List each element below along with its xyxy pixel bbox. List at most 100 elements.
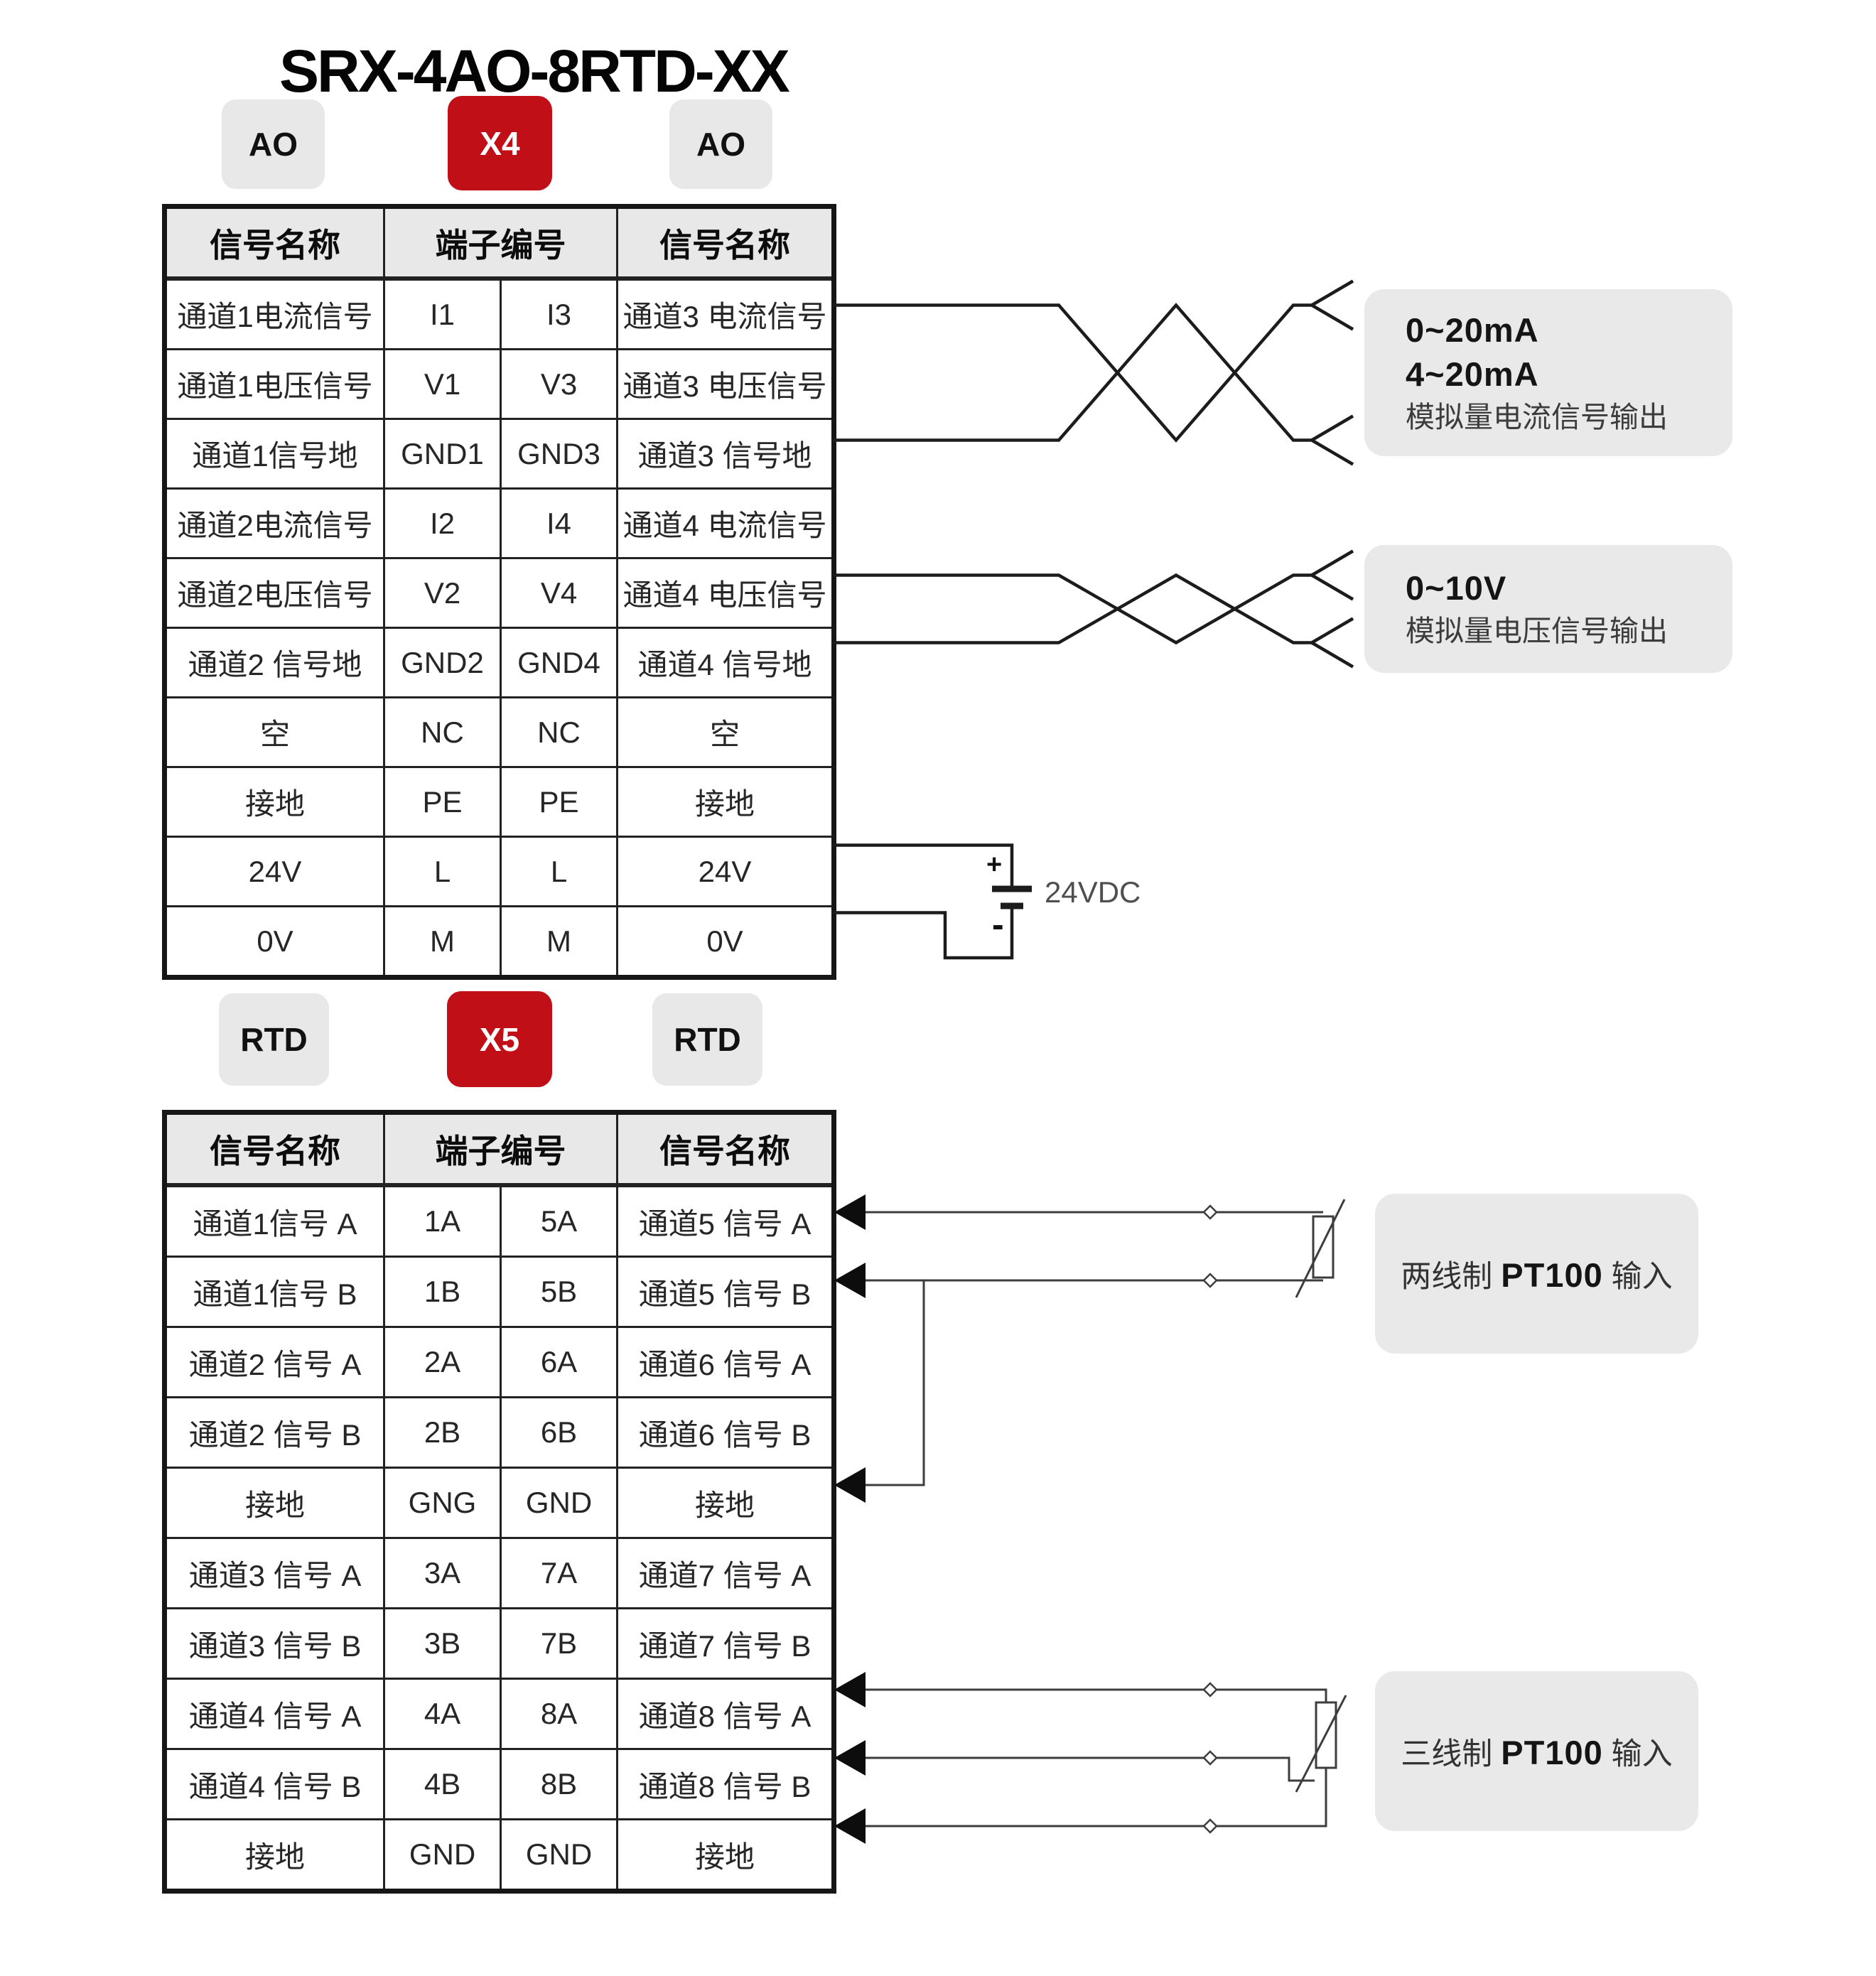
voltage-range: 0~10V bbox=[1406, 569, 1507, 607]
arrow-left-icon bbox=[834, 1808, 866, 1844]
header-signal-name-right: 信号名称 bbox=[616, 1111, 835, 1187]
badge-x5-label: X5 bbox=[479, 1020, 520, 1058]
table-cell: 24V bbox=[616, 836, 835, 907]
rtd-sensor-icon bbox=[1312, 1215, 1335, 1279]
table-cell: V4 bbox=[500, 557, 618, 629]
table-cell: 通道4 信号 A bbox=[163, 1678, 385, 1750]
arrow-left-icon bbox=[834, 1194, 866, 1230]
table-cell: 0V bbox=[616, 905, 835, 978]
junction-diamond-icon bbox=[1202, 1750, 1218, 1766]
badge-rtd-right: RTD bbox=[652, 993, 762, 1086]
rtd-two-wire-arrows bbox=[834, 1194, 866, 1503]
header-terminal-number: 端子编号 bbox=[383, 1111, 618, 1187]
table-cell: V2 bbox=[383, 557, 502, 629]
badge-x4-connector: X4 bbox=[448, 96, 552, 190]
badge-rtd-left-label: RTD bbox=[240, 1021, 308, 1058]
table-cell: 接地 bbox=[616, 1467, 835, 1539]
table-cell: 通道1电压信号 bbox=[163, 348, 385, 420]
table-cell: GND bbox=[500, 1818, 618, 1892]
pt100-label: PT100 bbox=[1501, 1256, 1603, 1294]
table-cell: 通道7 信号 B bbox=[616, 1607, 835, 1680]
table-cell: 通道6 信号 A bbox=[616, 1326, 835, 1398]
table-cell: 通道1电流信号 bbox=[163, 277, 385, 350]
table-cell: V1 bbox=[383, 348, 502, 420]
table-cell: 4B bbox=[383, 1748, 502, 1820]
voltage-output-caption: 模拟量电压信号输出 bbox=[1406, 615, 1668, 647]
table-cell: 3B bbox=[383, 1607, 502, 1680]
table-cell: 通道1信号 B bbox=[163, 1256, 385, 1328]
two-wire-pt100-annotation: 两线制 PT100 输入 bbox=[1375, 1194, 1698, 1354]
table-cell: 通道5 信号 A bbox=[616, 1184, 835, 1258]
table-cell: 通道8 信号 B bbox=[616, 1748, 835, 1820]
badge-ao-left-label: AO bbox=[249, 126, 298, 163]
table-header-row: 信号名称 端子编号 信号名称 bbox=[163, 1111, 835, 1187]
table-cell: 6B bbox=[500, 1396, 618, 1469]
three-wire-suffix: 输入 bbox=[1602, 1737, 1673, 1771]
table-cell: 4A bbox=[383, 1678, 502, 1750]
table-cell: 通道3 电流信号 bbox=[616, 277, 835, 350]
table-cell: 5B bbox=[500, 1256, 618, 1328]
three-wire-pt100-caption: 三线制 PT100 输入 bbox=[1401, 1729, 1672, 1773]
badge-x4-label: X4 bbox=[480, 124, 520, 162]
two-wire-prefix: 两线制 bbox=[1401, 1259, 1502, 1294]
twisted-pair-current-icon bbox=[831, 279, 1354, 466]
table-cell: 2A bbox=[383, 1326, 502, 1398]
table-cell: I4 bbox=[500, 487, 618, 559]
table-cell: 通道3 信号 B bbox=[163, 1607, 385, 1680]
table-cell: 0V bbox=[163, 905, 385, 978]
table-cell: GND bbox=[383, 1818, 502, 1892]
rtd-sensor-icon bbox=[1315, 1701, 1337, 1769]
table-cell: 24V bbox=[163, 836, 385, 907]
table-cell: 通道3 信号地 bbox=[616, 418, 835, 490]
arrow-left-icon bbox=[834, 1672, 866, 1707]
voltage-output-annotation: 0~10V 模拟量电压信号输出 bbox=[1364, 545, 1732, 673]
table-cell: 接地 bbox=[163, 1467, 385, 1539]
table-cell: 通道3 信号 A bbox=[163, 1537, 385, 1609]
junction-diamond-icon bbox=[1202, 1204, 1218, 1220]
table-cell: 通道4 电流信号 bbox=[616, 487, 835, 559]
table-cell: NC bbox=[500, 696, 618, 768]
table-cell: GND4 bbox=[500, 627, 618, 698]
table-cell: I1 bbox=[383, 277, 502, 350]
table-cell: 通道8 信号 A bbox=[616, 1678, 835, 1750]
battery-plus-label: + bbox=[986, 850, 1003, 880]
battery-voltage-label: 24VDC bbox=[1045, 875, 1141, 909]
table-cell: 接地 bbox=[616, 766, 835, 838]
current-range-1: 0~20mA bbox=[1406, 311, 1539, 349]
arrow-left-icon bbox=[834, 1740, 866, 1776]
two-wire-pt100-caption: 两线制 PT100 输入 bbox=[1401, 1252, 1672, 1296]
header-signal-name-left: 信号名称 bbox=[163, 205, 385, 281]
table-cell: 通道6 信号 B bbox=[616, 1396, 835, 1469]
twisted-pair-voltage-icon bbox=[831, 549, 1354, 669]
page-title: SRX-4AO-8RTD-XX bbox=[279, 38, 790, 104]
rtd-two-wire-diagram bbox=[863, 1199, 1346, 1486]
table-cell: 2B bbox=[383, 1396, 502, 1469]
table-cell: 7A bbox=[500, 1537, 618, 1609]
table-cell: 7B bbox=[500, 1607, 618, 1680]
table-cell: 8A bbox=[500, 1678, 618, 1750]
arrow-left-icon bbox=[834, 1467, 866, 1503]
table-cell: 8B bbox=[500, 1748, 618, 1820]
two-wire-suffix: 输入 bbox=[1602, 1259, 1673, 1294]
table-cell: 1A bbox=[383, 1184, 502, 1258]
table-cell: 通道1信号地 bbox=[163, 418, 385, 490]
table-cell: 通道4 信号 B bbox=[163, 1748, 385, 1820]
table-cell: L bbox=[383, 836, 502, 907]
pt100-label: PT100 bbox=[1501, 1733, 1603, 1771]
